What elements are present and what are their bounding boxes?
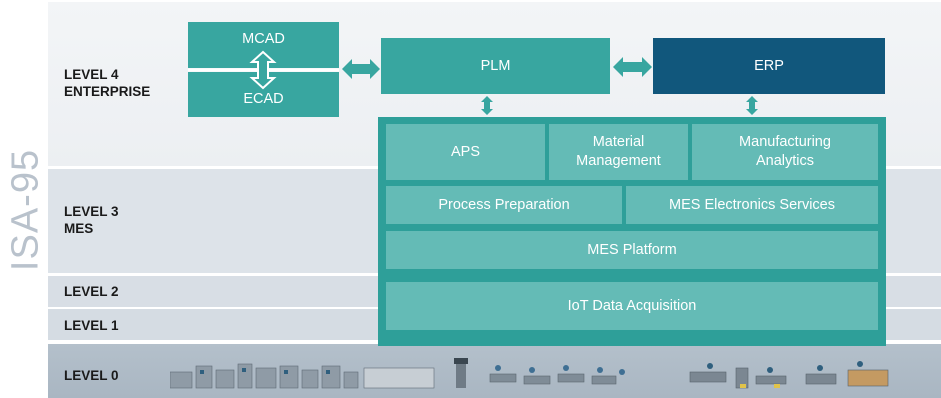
material-management-box: Material Management	[549, 124, 688, 180]
mcad-label: MCAD	[242, 31, 285, 47]
mcad-box: MCAD	[188, 22, 339, 68]
level-1-label: LEVEL 1	[64, 318, 119, 333]
level-4-label: LEVEL 4 ENTERPRISE	[64, 66, 150, 100]
mes-electronics-services-box: MES Electronics Services	[626, 186, 878, 224]
plm-label: PLM	[480, 57, 511, 74]
material-management-label: Material Management	[576, 134, 661, 169]
erp-box: ERP	[653, 38, 885, 94]
process-preparation-box: Process Preparation	[386, 186, 622, 224]
level-4-name: ENTERPRISE	[64, 84, 151, 99]
mes-electronics-services-label: MES Electronics Services	[669, 196, 835, 213]
iot-data-acquisition-box: IoT Data Acquisition	[386, 282, 878, 330]
ecad-box: ECAD	[188, 72, 339, 117]
plm-box: PLM	[381, 38, 610, 94]
level-3-number: LEVEL 3	[64, 204, 119, 219]
aps-label: APS	[450, 143, 480, 160]
level-3-label: LEVEL 3 MES	[64, 203, 119, 237]
level-2-label: LEVEL 2	[64, 284, 119, 299]
mes-platform-label: MES Platform	[587, 241, 677, 258]
machines-illustration	[170, 358, 889, 389]
aps-box: APS	[386, 124, 545, 180]
level-0-label: LEVEL 0	[64, 368, 119, 383]
erp-label: ERP	[754, 57, 784, 74]
level-3-name: MES	[64, 221, 94, 236]
isa-95-title: ISA-95	[4, 148, 47, 272]
manufacturing-analytics-label: Manufacturing Analytics	[739, 134, 831, 169]
mes-platform-box: MES Platform	[386, 231, 878, 269]
ecad-label: ECAD	[243, 91, 284, 107]
manufacturing-analytics-box: Manufacturing Analytics	[692, 124, 878, 180]
iot-data-acquisition-label: IoT Data Acquisition	[567, 297, 697, 314]
level-4-number: LEVEL 4	[64, 67, 119, 82]
process-preparation-label: Process Preparation	[438, 196, 570, 213]
